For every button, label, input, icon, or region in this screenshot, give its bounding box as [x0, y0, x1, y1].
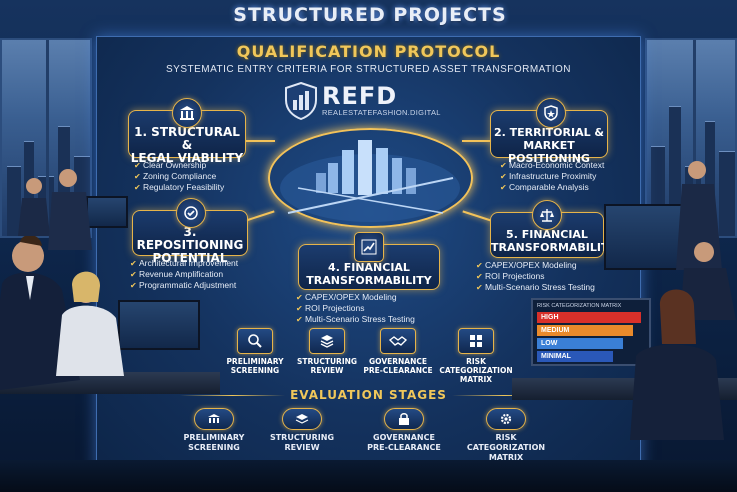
grid-icon [458, 328, 494, 354]
connector-1 [245, 140, 275, 142]
logo-url: REALESTATEFASHION.DIGITAL [322, 108, 441, 117]
protocol-subtitle: SYSTEMATIC ENTRY CRITERIA FOR STRUCTURED… [166, 64, 571, 75]
risk-matrix-monitor: RISK CATEGORIZATION MATRIX HIGH MEDIUM L… [531, 298, 651, 366]
lock-icon [384, 408, 424, 430]
card-3-bullets: Architectural Improvement Revenue Amplif… [130, 258, 238, 291]
risk-matrix-title: RISK CATEGORIZATION MATRIX [537, 303, 622, 309]
evaluation-title: EVALUATION STAGES [290, 388, 447, 402]
left-monitor-2 [118, 300, 200, 350]
eval-line-right [452, 395, 557, 396]
refd-logo: REFD REALESTATEFASHION.DIGITAL [284, 82, 454, 120]
scales-icon [532, 200, 562, 230]
risk-level-low: LOW [537, 338, 623, 349]
card-2-bullets: Macro-Economic Context Infrastructure Pr… [500, 160, 604, 193]
gear-icon [486, 408, 526, 430]
page-title: STRUCTURED PROJECTS [233, 4, 507, 26]
protocol-title: QUALIFICATION PROTOCOL [236, 42, 501, 61]
chart-up-icon [354, 232, 384, 262]
risk-level-medium: MEDIUM [537, 325, 633, 336]
handshake-icon [380, 328, 416, 354]
right-monitor-1 [604, 204, 684, 270]
city-hologram [268, 118, 473, 238]
city-model-icon [280, 140, 460, 222]
connector-2 [462, 140, 492, 142]
card-4-bullets: CAPEX/OPEX Modeling ROI Projections Mult… [296, 292, 415, 325]
building-icon [194, 408, 234, 430]
risk-level-high: HIGH [537, 312, 641, 323]
floor [0, 460, 737, 492]
logo-name: REFD [322, 82, 398, 110]
card-5-bullets: CAPEX/OPEX Modeling ROI Projections Mult… [476, 260, 595, 293]
layers-icon [309, 328, 345, 354]
magnifier-icon [237, 328, 273, 354]
card-1-bullets: Clear Ownership Zoning Compliance Regula… [134, 160, 224, 193]
check-badge-icon [176, 198, 206, 228]
left-monitor-1 [86, 196, 128, 228]
building-columns-icon [172, 98, 202, 128]
shield-logo-icon [285, 82, 317, 120]
layers-icon [282, 408, 322, 430]
shield-star-icon [536, 98, 566, 128]
eval-line-left [180, 395, 285, 396]
risk-level-minimal: MINIMAL [537, 351, 613, 362]
